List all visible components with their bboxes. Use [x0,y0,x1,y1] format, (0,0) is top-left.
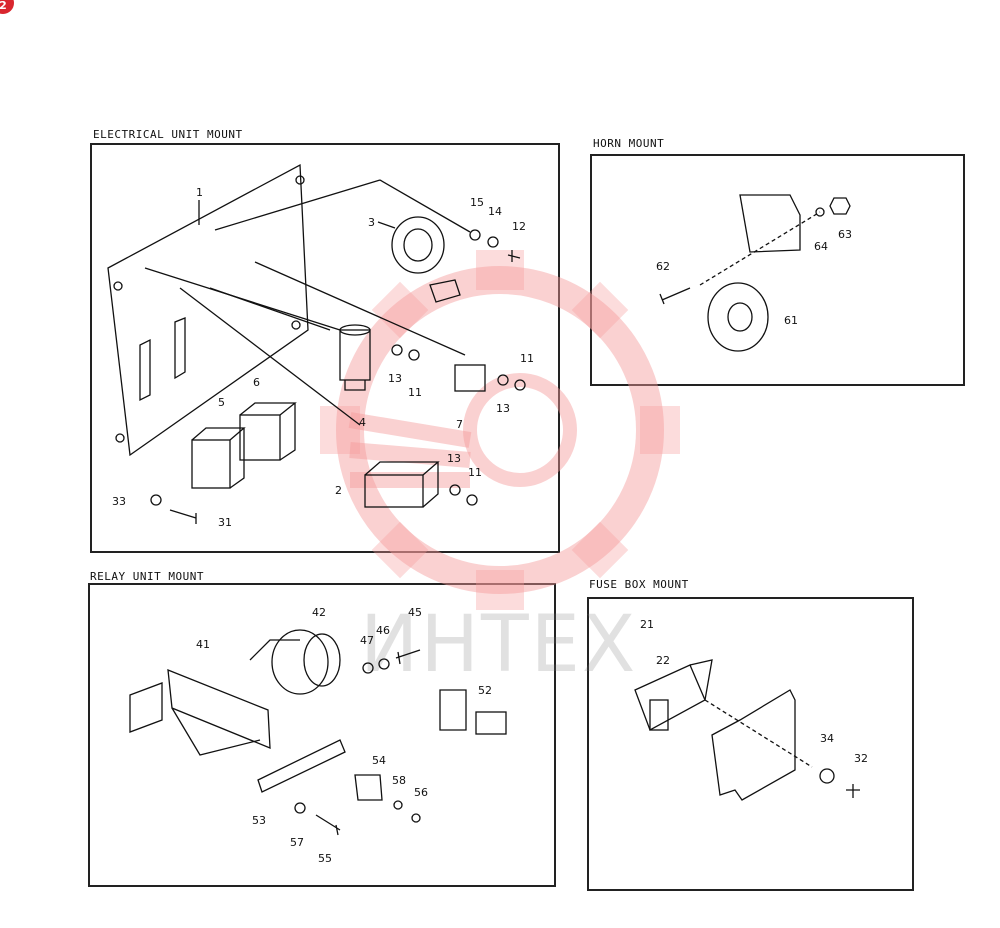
watermark-text: ИНТЕХ [360,600,638,690]
callout-58: 58 [392,774,406,787]
callout-3: 3 [368,216,375,229]
electrical-unit-mount-panel [90,143,560,553]
callout-15: 15 [470,196,484,209]
callout-13-b: 13 [496,402,510,415]
callout-46: 46 [376,624,390,637]
callout-64: 64 [814,240,828,253]
relay-unit-mount-title: RELAY UNIT MOUNT [90,570,204,583]
callout-55: 55 [318,852,332,865]
horn-mount-panel [590,154,965,386]
callout-13-a: 13 [388,372,402,385]
electrical-unit-mount-title: ELECTRICAL UNIT MOUNT [93,128,243,141]
callout-42: 42 [312,606,326,619]
callout-32: 32 [854,752,868,765]
callout-11-a: 11 [408,386,422,399]
fuse-box-mount-panel [587,597,914,891]
callout-52: 52 [478,684,492,697]
fuse-box-mount-title: FUSE BOX MOUNT [589,578,689,591]
callout-6: 6 [253,376,260,389]
callout-54: 54 [372,754,386,767]
callout-57: 57 [290,836,304,849]
callout-33: 33 [112,495,126,508]
page-badge: 2 [0,0,14,14]
callout-7: 7 [456,418,463,431]
callout-1: 1 [196,186,203,199]
callout-21: 21 [640,618,654,631]
callout-14: 14 [488,205,502,218]
callout-5: 5 [218,396,225,409]
callout-61: 61 [784,314,798,327]
callout-4: 4 [359,416,366,429]
callout-34: 34 [820,732,834,745]
callout-11-b: 11 [520,352,534,365]
callout-53: 53 [252,814,266,827]
callout-41: 41 [196,638,210,651]
callout-2: 2 [335,484,342,497]
callout-12: 12 [512,220,526,233]
horn-mount-title: HORN MOUNT [593,137,665,150]
relay-unit-mount-panel [88,583,556,887]
mounting-plate [107,163,309,457]
callout-56: 56 [414,786,428,799]
callout-22: 22 [656,654,670,667]
callout-31: 31 [218,516,232,529]
callout-11-c: 11 [468,466,482,479]
callout-47: 47 [360,634,374,647]
callout-63: 63 [838,228,852,241]
callout-62: 62 [656,260,670,273]
callout-45: 45 [408,606,422,619]
callout-13-c: 13 [447,452,461,465]
